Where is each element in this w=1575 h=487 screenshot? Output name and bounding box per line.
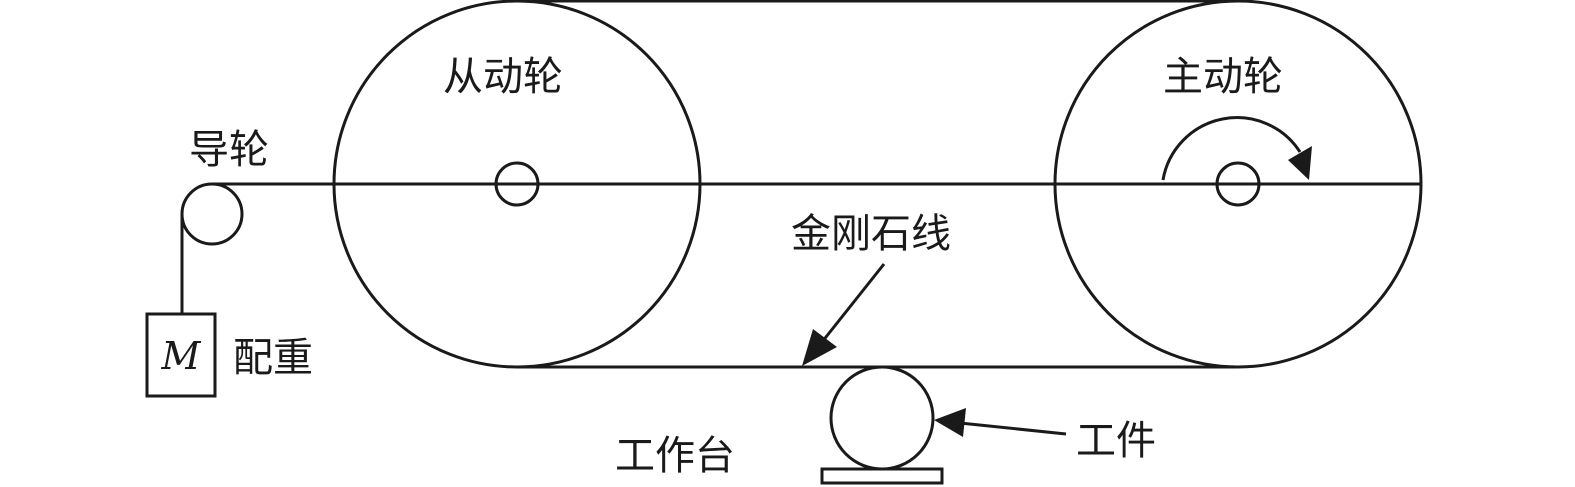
wire-pointer-arrowhead bbox=[802, 329, 837, 366]
driving-wheel-label: 主动轮 bbox=[1163, 54, 1283, 100]
counterweight-symbol: M bbox=[161, 334, 202, 378]
rotation-arrowhead bbox=[1288, 146, 1312, 180]
rotation-arrow bbox=[1161, 116, 1312, 181]
guide-wheel-label: 导轮 bbox=[189, 127, 269, 173]
wire-pointer-line bbox=[820, 263, 886, 343]
workpiece-pointer bbox=[934, 408, 1067, 437]
counterweight-label: 配重 bbox=[233, 335, 313, 381]
guide-wheel bbox=[180, 182, 244, 246]
worktable-label: 工作台 bbox=[615, 433, 735, 479]
wire-pointer bbox=[802, 263, 886, 366]
rotation-arc bbox=[1161, 116, 1302, 181]
workpiece-label: 工件 bbox=[1076, 418, 1156, 464]
driven-wheel-label: 从动轮 bbox=[443, 54, 563, 100]
workpiece bbox=[829, 365, 935, 471]
counterweight-box bbox=[145, 312, 217, 398]
workpiece-pointer-arrowhead bbox=[934, 408, 966, 437]
diamond-wire-label: 金刚石线 bbox=[791, 211, 951, 257]
workpiece-pointer-line bbox=[959, 421, 1067, 436]
worktable bbox=[820, 467, 944, 485]
